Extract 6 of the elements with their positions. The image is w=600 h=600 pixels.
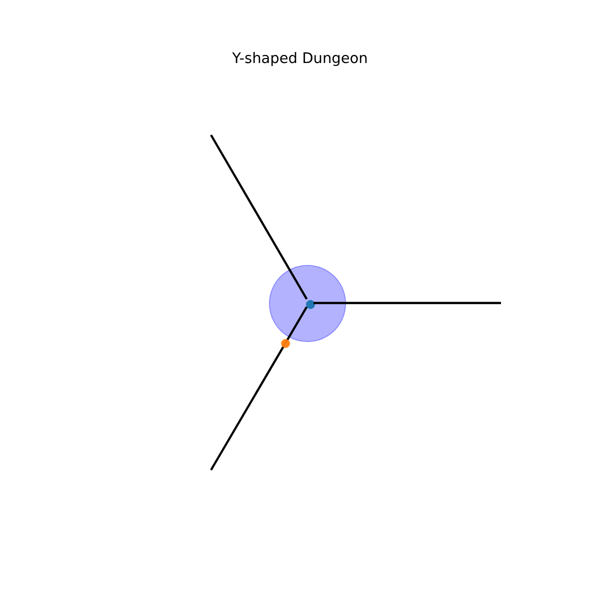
position-dot-icon	[280, 338, 290, 348]
diagram-title: Y-shaped Dungeon	[232, 50, 368, 69]
corridor-line	[314, 302, 501, 304]
corridor-line	[210, 134, 308, 300]
center-dot-icon	[306, 300, 314, 308]
corridor-line	[210, 306, 308, 471]
